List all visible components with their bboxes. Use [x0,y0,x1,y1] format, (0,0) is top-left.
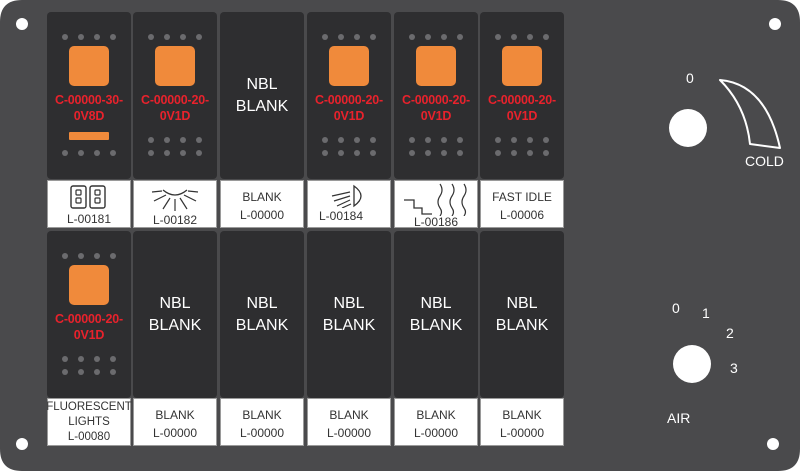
air-label: AIR [667,410,691,426]
legend-title: FAST IDLE [492,190,552,204]
indicator-dots [47,34,131,40]
mount-hole-bottom-left [16,438,28,450]
mount-hole-bottom-right [767,438,779,450]
legend-4: L-00184 [307,180,391,228]
air-position-2: 2 [726,325,734,341]
legend-title: FLUORESCENT [46,401,132,413]
legend-code: L-00080 [67,431,111,443]
legend-code: L-00000 [239,426,285,440]
headlight-icon [331,184,362,208]
indicator-dots [394,137,478,143]
switch-4[interactable]: C-00000-20-0V1D [307,12,391,179]
indicator-dots [394,34,478,40]
legend-title: BLANK [242,190,282,204]
switch-7[interactable]: C-00000-20-0V1D [47,231,131,398]
switch-2[interactable]: C-00000-20-0V1D [133,12,217,179]
air-position-0: 0 [672,300,680,316]
bar-indicator [69,132,109,140]
light-icon [151,189,199,211]
indicator-dots [480,150,564,156]
legend-7: FLUORESCENT LIGHTS L-00080 [46,398,132,446]
lamp-indicator [329,46,369,86]
part-code: C-00000-20-0V1D [488,93,556,123]
temperature-scale-icon [719,79,781,149]
switch-1[interactable]: C-00000-30-0V8D [47,12,131,179]
switch-6[interactable]: C-00000-20-0V1D [480,12,564,179]
part-code: C-00000-30-0V8D [55,93,123,123]
legend-code: L-00186 [413,215,459,229]
lamp-indicator [69,46,109,86]
legend-code: L-00000 [413,426,459,440]
legend-title: BLANK [155,408,195,422]
lamp-indicator [416,46,456,86]
legend-code: L-00006 [499,208,545,222]
indicator-dots [133,137,217,143]
legend-3: BLANK L-00000 [220,180,304,228]
legend-1: L-00181 [47,180,131,228]
indicator-dots [307,34,391,40]
temperature-cold-label: COLD [745,153,784,169]
lamp-indicator [502,46,542,86]
legend-code: L-00000 [239,208,285,222]
legend-10: BLANK L-00000 [307,398,391,446]
legend-code: L-00000 [499,426,545,440]
indicator-dots [394,150,478,156]
legend-9: BLANK L-00000 [220,398,304,446]
legend-8: BLANK L-00000 [133,398,217,446]
step-heat-icon [404,183,467,216]
legend-code: L-00181 [66,212,112,226]
indicator-dots [47,253,131,259]
legend-code: L-00182 [152,213,198,227]
air-knob[interactable] [673,345,711,383]
legend-code: L-00000 [326,426,372,440]
indicator-dots [133,34,217,40]
legend-5: L-00186 [394,180,478,229]
indicator-dots [47,150,131,156]
air-position-1: 1 [702,305,710,321]
indicator-dots [307,137,391,143]
temperature-zero-label: 0 [686,70,694,86]
legend-code: L-00000 [152,426,198,440]
legend-title: BLANK [329,408,369,422]
legend-title: BLANK [242,408,282,422]
indicator-dots [133,150,217,156]
mount-hole-top-left [16,18,28,30]
legend-2: L-00182 [133,180,217,228]
legend-code: L-00184 [318,209,364,223]
indicator-dots [480,34,564,40]
temperature-knob[interactable] [669,109,707,147]
part-code: C-00000-20-0V1D [141,93,209,123]
legend-title: BLANK [416,408,456,422]
part-code: C-00000-20-0V1D [55,312,123,342]
part-code: C-00000-20-0V1D [315,93,383,123]
lamp-indicator [69,265,109,305]
legend-11: BLANK L-00000 [394,398,478,446]
lamp-indicator [155,46,195,86]
legend-subtitle: LIGHTS [68,416,110,428]
mount-hole-top-right [769,18,781,30]
indicator-dots [47,369,131,375]
legend-title: BLANK [502,408,542,422]
legend-12: BLANK L-00000 [480,398,564,446]
door-icon [70,185,106,209]
part-code: C-00000-20-0V1D [402,93,470,123]
air-position-3: 3 [730,360,738,376]
switch-5[interactable]: C-00000-20-0V1D [394,12,478,179]
indicator-dots [47,356,131,362]
indicator-dots [480,137,564,143]
legend-6: FAST IDLE L-00006 [480,180,564,228]
indicator-dots [307,150,391,156]
